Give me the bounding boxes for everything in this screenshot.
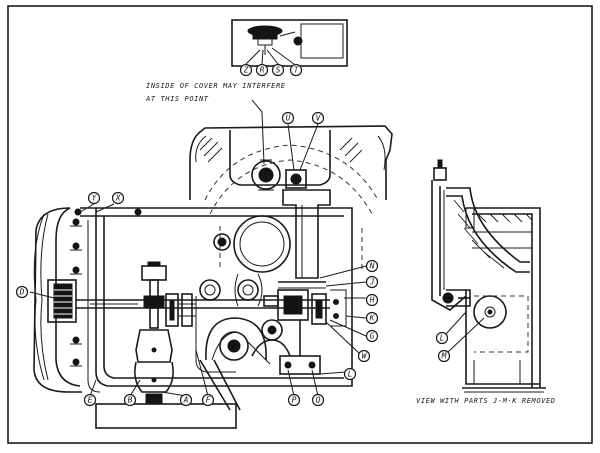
callout-Q-label: Q <box>316 396 321 405</box>
callout-N-label: N <box>369 262 375 271</box>
callout-D: D <box>15 285 29 299</box>
side-view <box>431 159 546 393</box>
callout-P-label: P <box>292 396 297 405</box>
callout-T: T <box>289 63 303 77</box>
callout-P: P <box>287 393 301 407</box>
callout-W-label: W <box>362 352 368 361</box>
note-cover-line-2: AT THIS POINT <box>145 95 209 103</box>
callout-M-label: M <box>441 352 448 361</box>
callout-K-label: K <box>369 314 376 323</box>
callout-B-label: B <box>128 396 133 405</box>
callout-Y: Y <box>87 191 101 205</box>
callout-Z-label: Z <box>243 66 249 75</box>
callout-G: G <box>365 329 379 343</box>
top-inset-detail <box>231 19 348 67</box>
callout-A: A <box>179 393 193 407</box>
callout-Q: Q <box>311 393 325 407</box>
callout-K: K <box>365 311 379 325</box>
side-view-caption: VIEW WITH PARTS J-M-K REMOVED <box>416 397 556 405</box>
callout-J-label: J <box>369 278 375 287</box>
callout-J: J <box>365 275 379 289</box>
callout-L: L <box>343 367 357 381</box>
callout-R-label: R <box>260 66 265 75</box>
callout-side-L-label: L <box>440 334 445 343</box>
callout-F-label: F <box>206 396 211 405</box>
callout-D-label: D <box>19 288 25 297</box>
callout-T-label: T <box>294 66 300 75</box>
callout-U-label: U <box>286 114 291 123</box>
callout-Y-label: Y <box>92 194 98 203</box>
callout-side-L: L <box>435 331 449 345</box>
callout-H-label: H <box>369 296 375 305</box>
callout-B: B <box>123 393 137 407</box>
callout-W: W <box>357 349 371 363</box>
callout-G-label: G <box>370 332 375 341</box>
callout-R: R <box>255 63 269 77</box>
callout-S-label: S <box>276 66 281 75</box>
callout-H: H <box>365 293 379 307</box>
callout-U: U <box>281 111 295 125</box>
callout-S: S <box>271 63 285 77</box>
callout-L-label: L <box>348 370 353 379</box>
callout-V-label: V <box>316 114 322 123</box>
callout-V: V <box>311 111 325 125</box>
callout-M: M <box>437 349 451 363</box>
callout-E: E <box>83 393 97 407</box>
callout-Z: Z <box>239 63 253 77</box>
drawing-border <box>7 5 593 444</box>
callout-F: F <box>201 393 215 407</box>
callout-X-label: X <box>115 194 122 203</box>
callout-A-label: A <box>183 396 189 405</box>
note-cover-line-1: INSIDE OF COVER MAY INTERFERE <box>146 82 286 90</box>
callout-E-label: E <box>88 396 93 405</box>
callout-X: X <box>111 191 125 205</box>
main-view <box>29 99 393 429</box>
callout-N: N <box>365 259 379 273</box>
